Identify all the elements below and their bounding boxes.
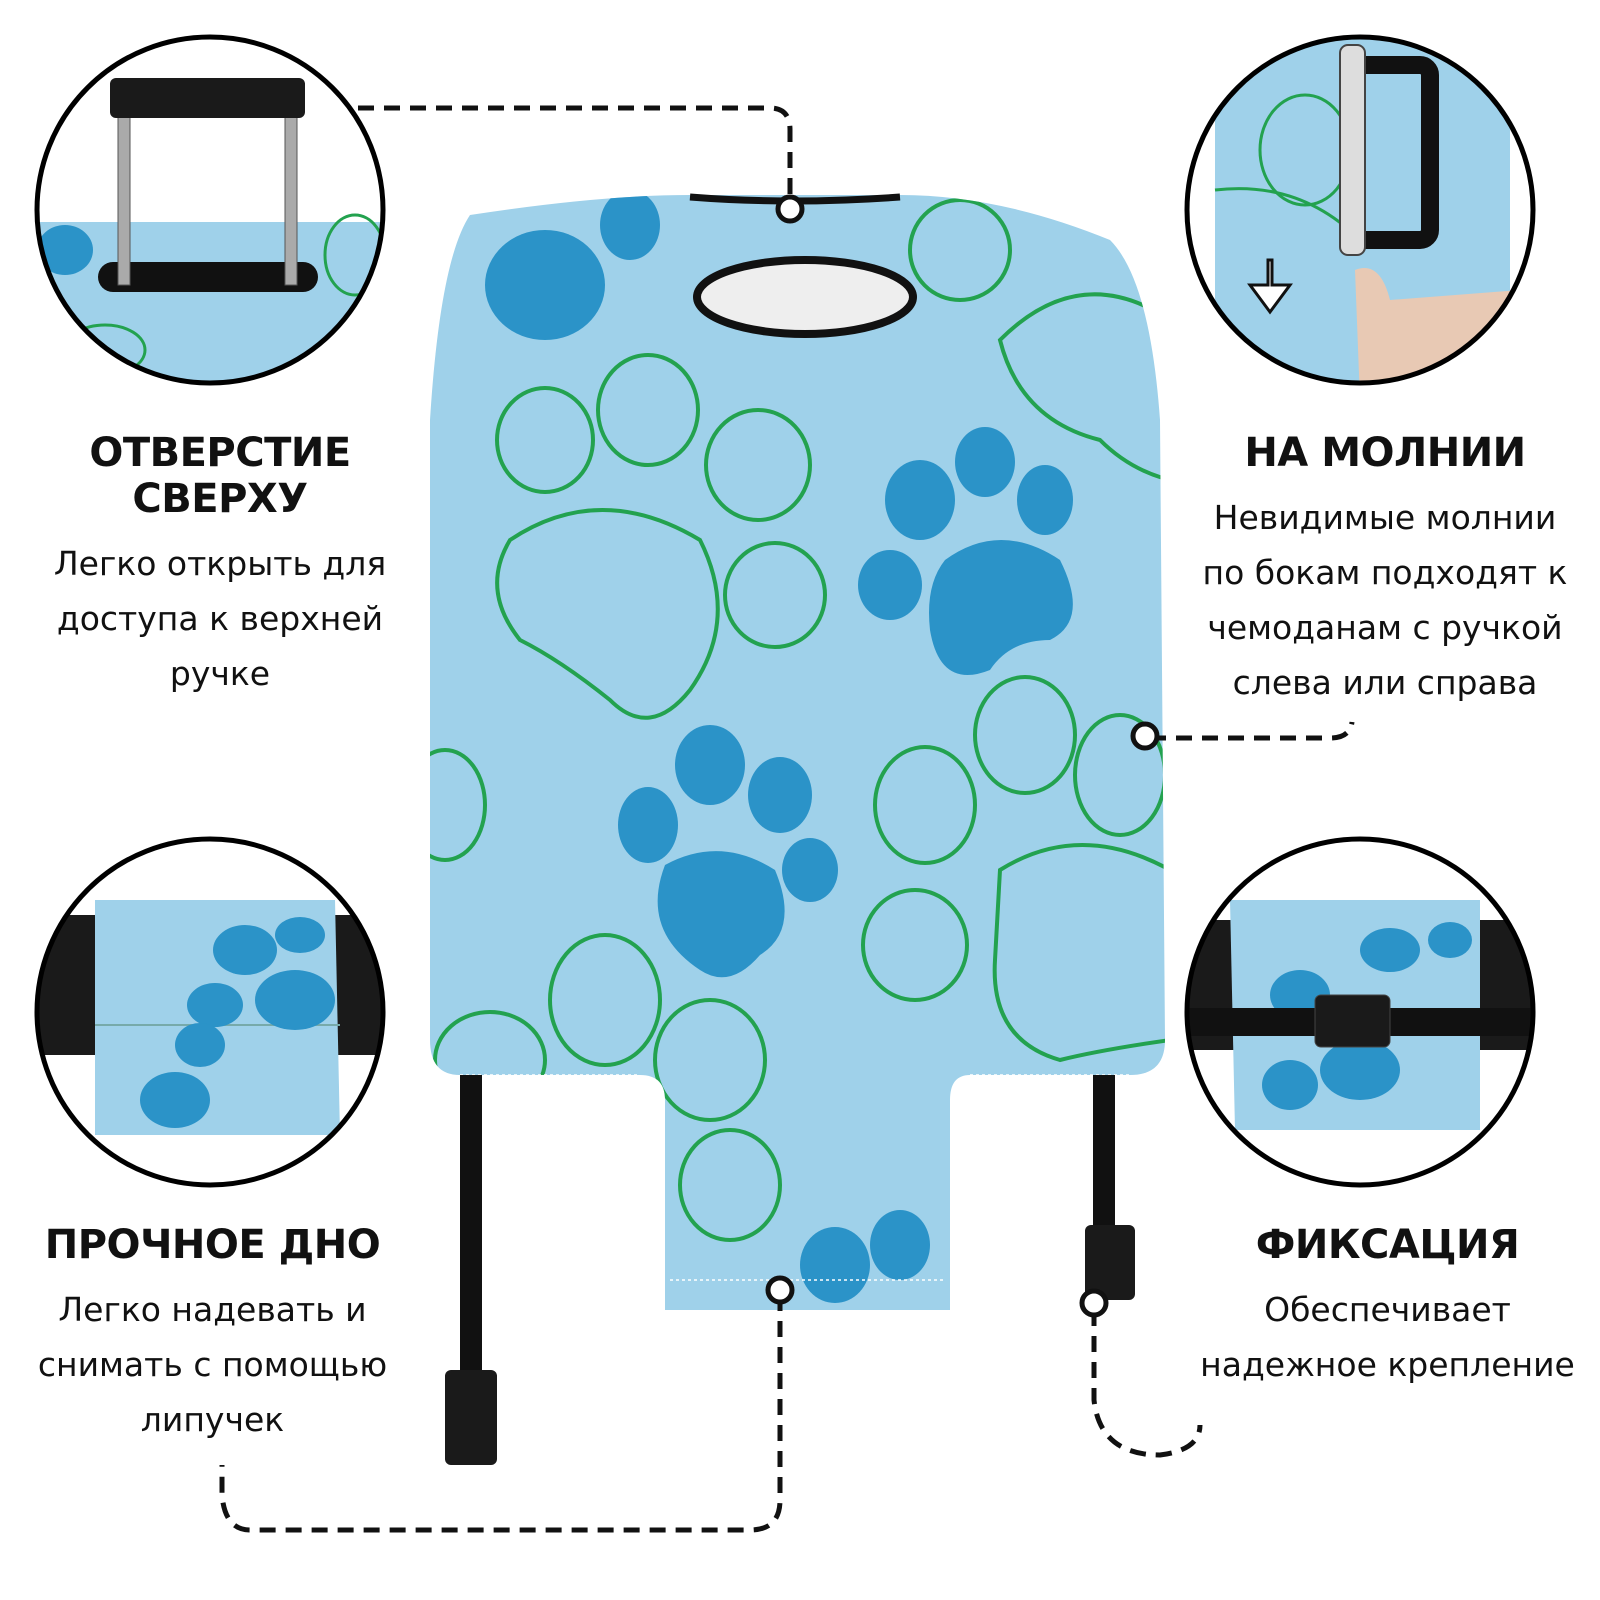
- feature-title: ОТВЕРСТИЕ СВЕРХУ: [89, 430, 351, 522]
- feature-title: ПРОЧНОЕ ДНО: [44, 1222, 381, 1268]
- feature-bottom: ПРОЧНОЕ ДНО Легко надевать и снимать с п…: [0, 1222, 425, 1447]
- left-strap: [445, 1075, 497, 1465]
- feature-line: ручке: [169, 654, 271, 693]
- feature-line: слева или справа: [1232, 663, 1538, 702]
- detail-bottom: [34, 836, 386, 1188]
- feature-line: снимать с помощью: [37, 1345, 388, 1384]
- feature-line: надежное крепление: [1200, 1345, 1575, 1384]
- feature-zipper: НА МОЛНИИ Невидимые молнии по бокам подх…: [1170, 430, 1600, 710]
- feature-line: липучек: [140, 1400, 285, 1439]
- feature-title: НА МОЛНИИ: [1244, 430, 1526, 476]
- detail-buckle: [1184, 836, 1536, 1188]
- detail-zipper: [1184, 34, 1536, 386]
- feature-top-opening: ОТВЕРСТИЕ СВЕРХУ Легко открыть для досту…: [0, 430, 440, 701]
- right-strap: [1085, 1075, 1135, 1300]
- connector-dots: [765, 194, 1160, 1318]
- top-opening: [693, 256, 917, 338]
- feature-line: Легко надевать и: [58, 1290, 367, 1329]
- feature-line: доступа к верхней: [56, 599, 384, 638]
- feature-line: Обеспечивает: [1264, 1290, 1511, 1329]
- suitcase-cover: [430, 195, 1165, 1310]
- feature-fixation: ФИКСАЦИЯ Обеспечивает надежное крепление: [1175, 1222, 1600, 1392]
- connector-lines: [219, 105, 1355, 1533]
- detail-top-handle: [34, 34, 386, 386]
- feature-title: ФИКСАЦИЯ: [1255, 1222, 1520, 1268]
- feature-line: Легко открыть для: [53, 544, 387, 583]
- feature-line: Невидимые молнии: [1213, 498, 1557, 537]
- feature-line: чемоданам с ручкой: [1207, 608, 1563, 647]
- feature-line: по бокам подходят к: [1202, 553, 1568, 592]
